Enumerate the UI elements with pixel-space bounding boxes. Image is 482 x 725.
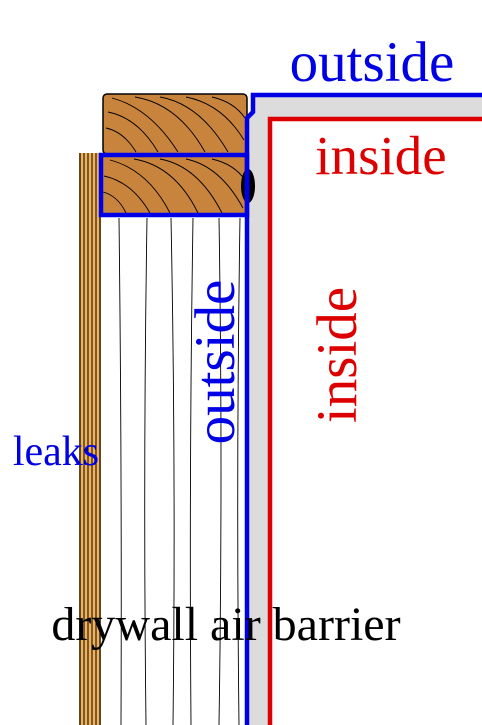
outside-boundary bbox=[98, 92, 482, 725]
leaks-label: leaks bbox=[13, 429, 99, 475]
exterior-sheathing bbox=[79, 153, 101, 725]
outside-vertical-label: outside bbox=[184, 280, 247, 445]
caption-label: drywall air barrier bbox=[51, 598, 400, 651]
inside-top-label: inside bbox=[315, 125, 446, 186]
upper-top-plate bbox=[102, 93, 248, 155]
wall-stud bbox=[101, 215, 246, 725]
lower-top-plate bbox=[100, 154, 248, 216]
inside-boundary bbox=[267, 116, 482, 725]
outside-top-label: outside bbox=[290, 31, 455, 94]
inside-vertical-label: inside bbox=[306, 287, 369, 423]
